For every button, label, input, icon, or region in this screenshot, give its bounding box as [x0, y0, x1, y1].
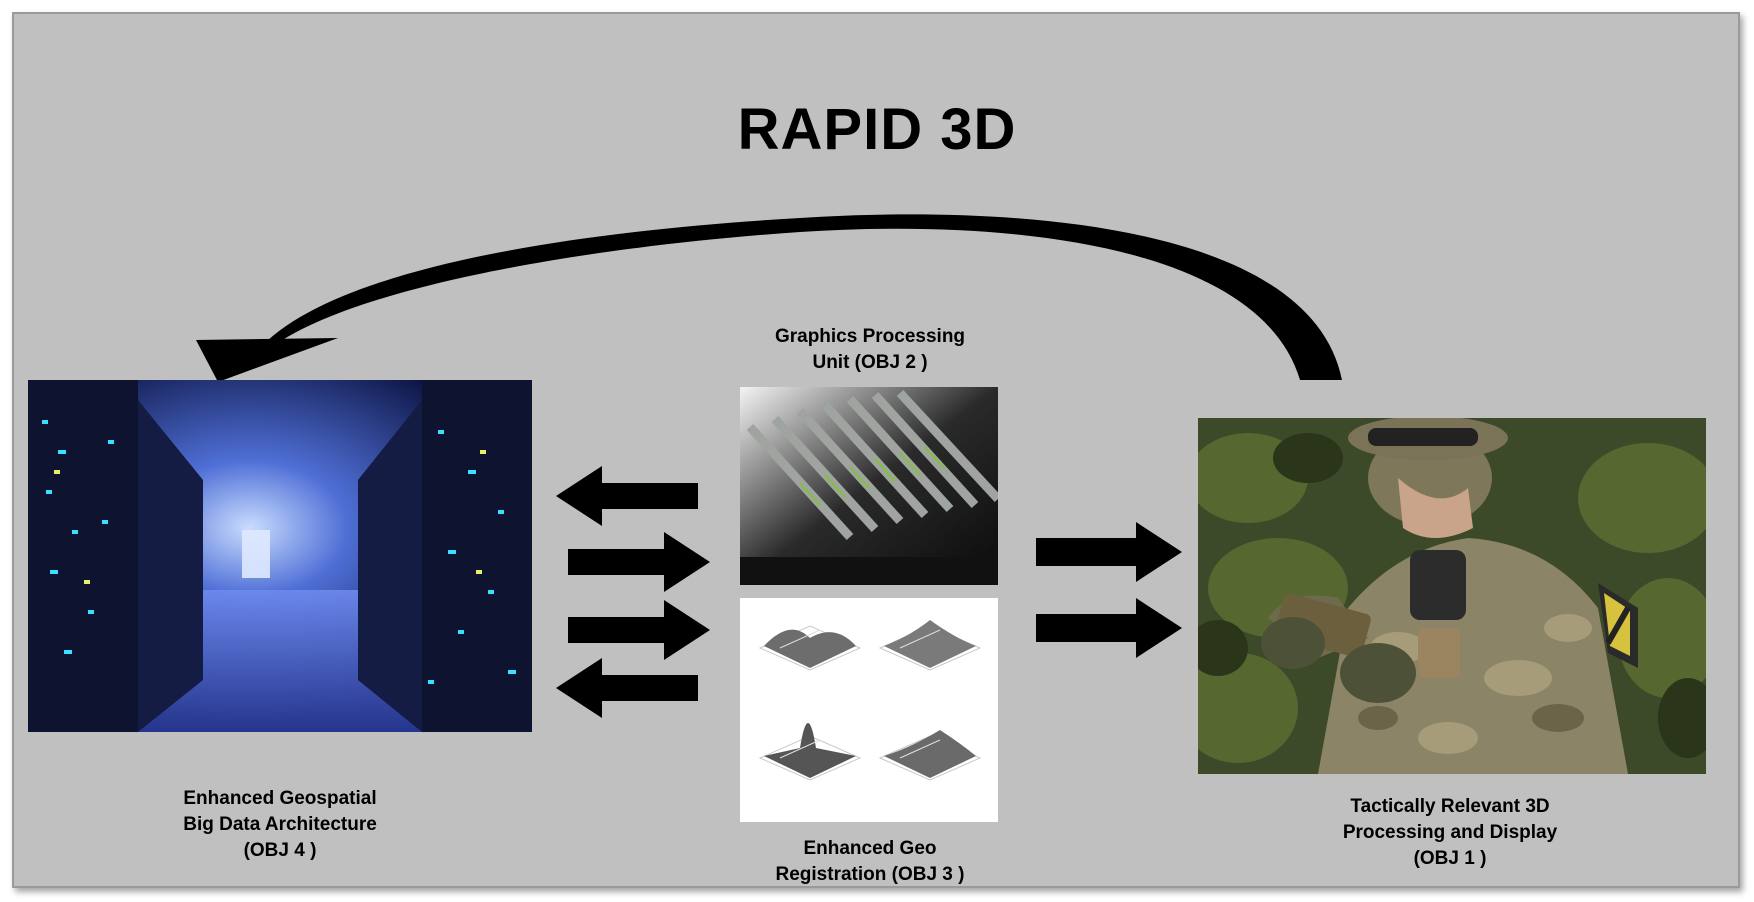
datacenter-caption-line: (OBJ 4 ) [243, 840, 317, 861]
arrow-datacenter-to-georeg [568, 600, 710, 660]
georeg-caption-line: Registration (OBJ 3 ) [775, 864, 965, 885]
georeg-caption: Enhanced Geo Registration (OBJ 3 ) [720, 836, 1020, 888]
datacenter-caption-line: Enhanced Geospatial [183, 788, 377, 809]
surface-plots-image [740, 598, 998, 822]
datacenter-image [28, 380, 532, 732]
datacenter-caption: Enhanced Geospatial Big Data Architectur… [130, 786, 430, 864]
gpu-caption-line: Graphics Processing [774, 326, 966, 347]
soldier-caption-line: Processing and Display [1342, 822, 1558, 843]
soldier-caption-line: Tactically Relevant 3D [1350, 796, 1550, 817]
georeg-caption-line: Enhanced Geo [803, 838, 937, 859]
gpu-caption-line: Unit (OBJ 2 ) [812, 352, 928, 373]
datacenter-caption-line: Big Data Architecture [183, 814, 377, 835]
soldier-caption: Tactically Relevant 3D Processing and Di… [1290, 794, 1610, 872]
arrow-gpu-to-datacenter-top [556, 466, 698, 526]
gpu-caption: Graphics Processing Unit (OBJ 2 ) [720, 324, 1020, 376]
arrow-gpu-to-soldier [1036, 522, 1182, 582]
diagram-title: RAPID 3D [737, 97, 1017, 162]
arrow-datacenter-to-gpu-top [568, 532, 710, 592]
soldier-caption-line: (OBJ 1 ) [1413, 848, 1487, 869]
soldier-image [1198, 418, 1706, 774]
gpu-image [740, 387, 998, 585]
arrow-georeg-to-datacenter [556, 658, 698, 718]
arrow-georeg-to-soldier [1036, 598, 1182, 658]
